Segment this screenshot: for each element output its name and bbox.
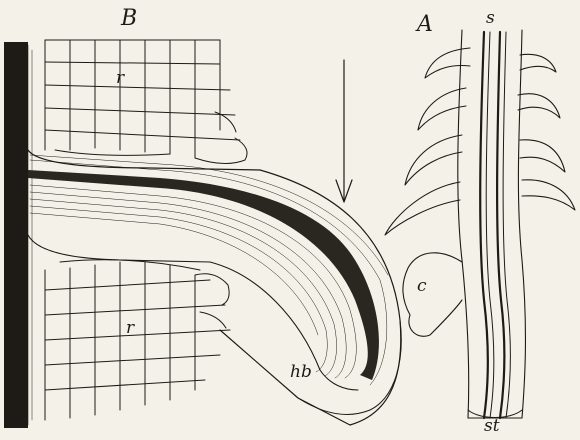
label-r-lower: r: [126, 320, 134, 337]
panel-a-label: A: [417, 14, 433, 36]
side-roots-left: [385, 48, 470, 235]
label-s: s: [486, 10, 495, 27]
label-r-upper: r: [116, 70, 124, 87]
downward-arrow: [336, 60, 352, 202]
callus-c: [403, 253, 462, 336]
panel-b-label: B: [121, 8, 137, 30]
label-hb: hb: [290, 364, 312, 381]
label-c: c: [417, 278, 427, 295]
vascular-band: [28, 170, 379, 380]
label-st: st: [484, 418, 500, 435]
lower-cortex-cells: [45, 260, 230, 420]
panel-a-stem: [458, 30, 526, 418]
side-roots-right: [518, 54, 575, 210]
upper-cortex-cells: [45, 40, 247, 164]
